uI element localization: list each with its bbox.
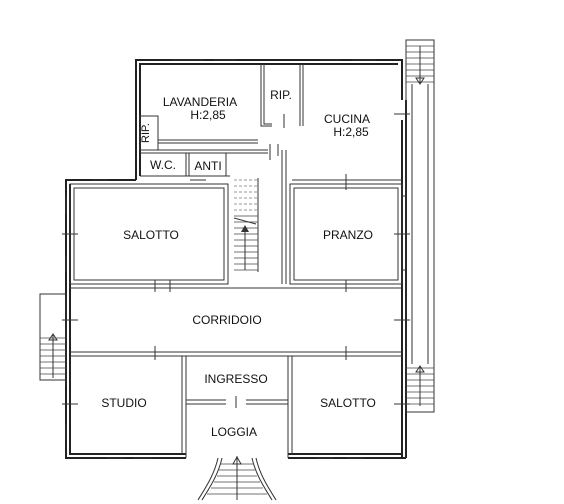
interior-walls <box>69 64 403 454</box>
room-label-loggia: LOGGIA <box>211 425 257 439</box>
room-label-salotto-top: SALOTTO <box>123 228 179 242</box>
arrow-up-icon <box>48 333 58 341</box>
arrow-down-icon <box>415 77 425 85</box>
room-label-pranzo: PRANZO <box>323 228 373 242</box>
internal-staircase <box>233 178 259 272</box>
left-exterior-stair <box>39 293 67 381</box>
room-label-cucina: CUCINA <box>324 112 370 126</box>
room-label-rip-side: RIP. <box>140 123 152 143</box>
arrow-up-icon <box>232 455 242 465</box>
stair-arrow-icon <box>241 225 249 232</box>
room-label-corridoio: CORRIDOIO <box>192 313 261 327</box>
room-labels: LAVANDERIA H:2,85 RIP. RIP. CUCINA H:2,8… <box>101 88 376 439</box>
front-entrance-stair <box>185 404 289 501</box>
room-label-studio: STUDIO <box>101 396 146 410</box>
arrow-up-icon <box>415 365 425 373</box>
room-label-rip-top: RIP. <box>270 88 292 102</box>
room-label-cucina-height: H:2,85 <box>333 125 369 139</box>
room-label-lavanderia: LAVANDERIA <box>163 95 237 109</box>
door-marks <box>62 113 410 408</box>
room-label-lavanderia-height: H:2,85 <box>190 108 226 122</box>
room-label-salotto-bottom: SALOTTO <box>320 396 376 410</box>
room-label-ingresso: INGRESSO <box>204 372 267 386</box>
room-label-wc: W.C. <box>150 158 176 172</box>
windows <box>65 59 406 459</box>
room-label-anti: ANTI <box>194 159 221 173</box>
right-exterior-stair <box>405 39 435 413</box>
